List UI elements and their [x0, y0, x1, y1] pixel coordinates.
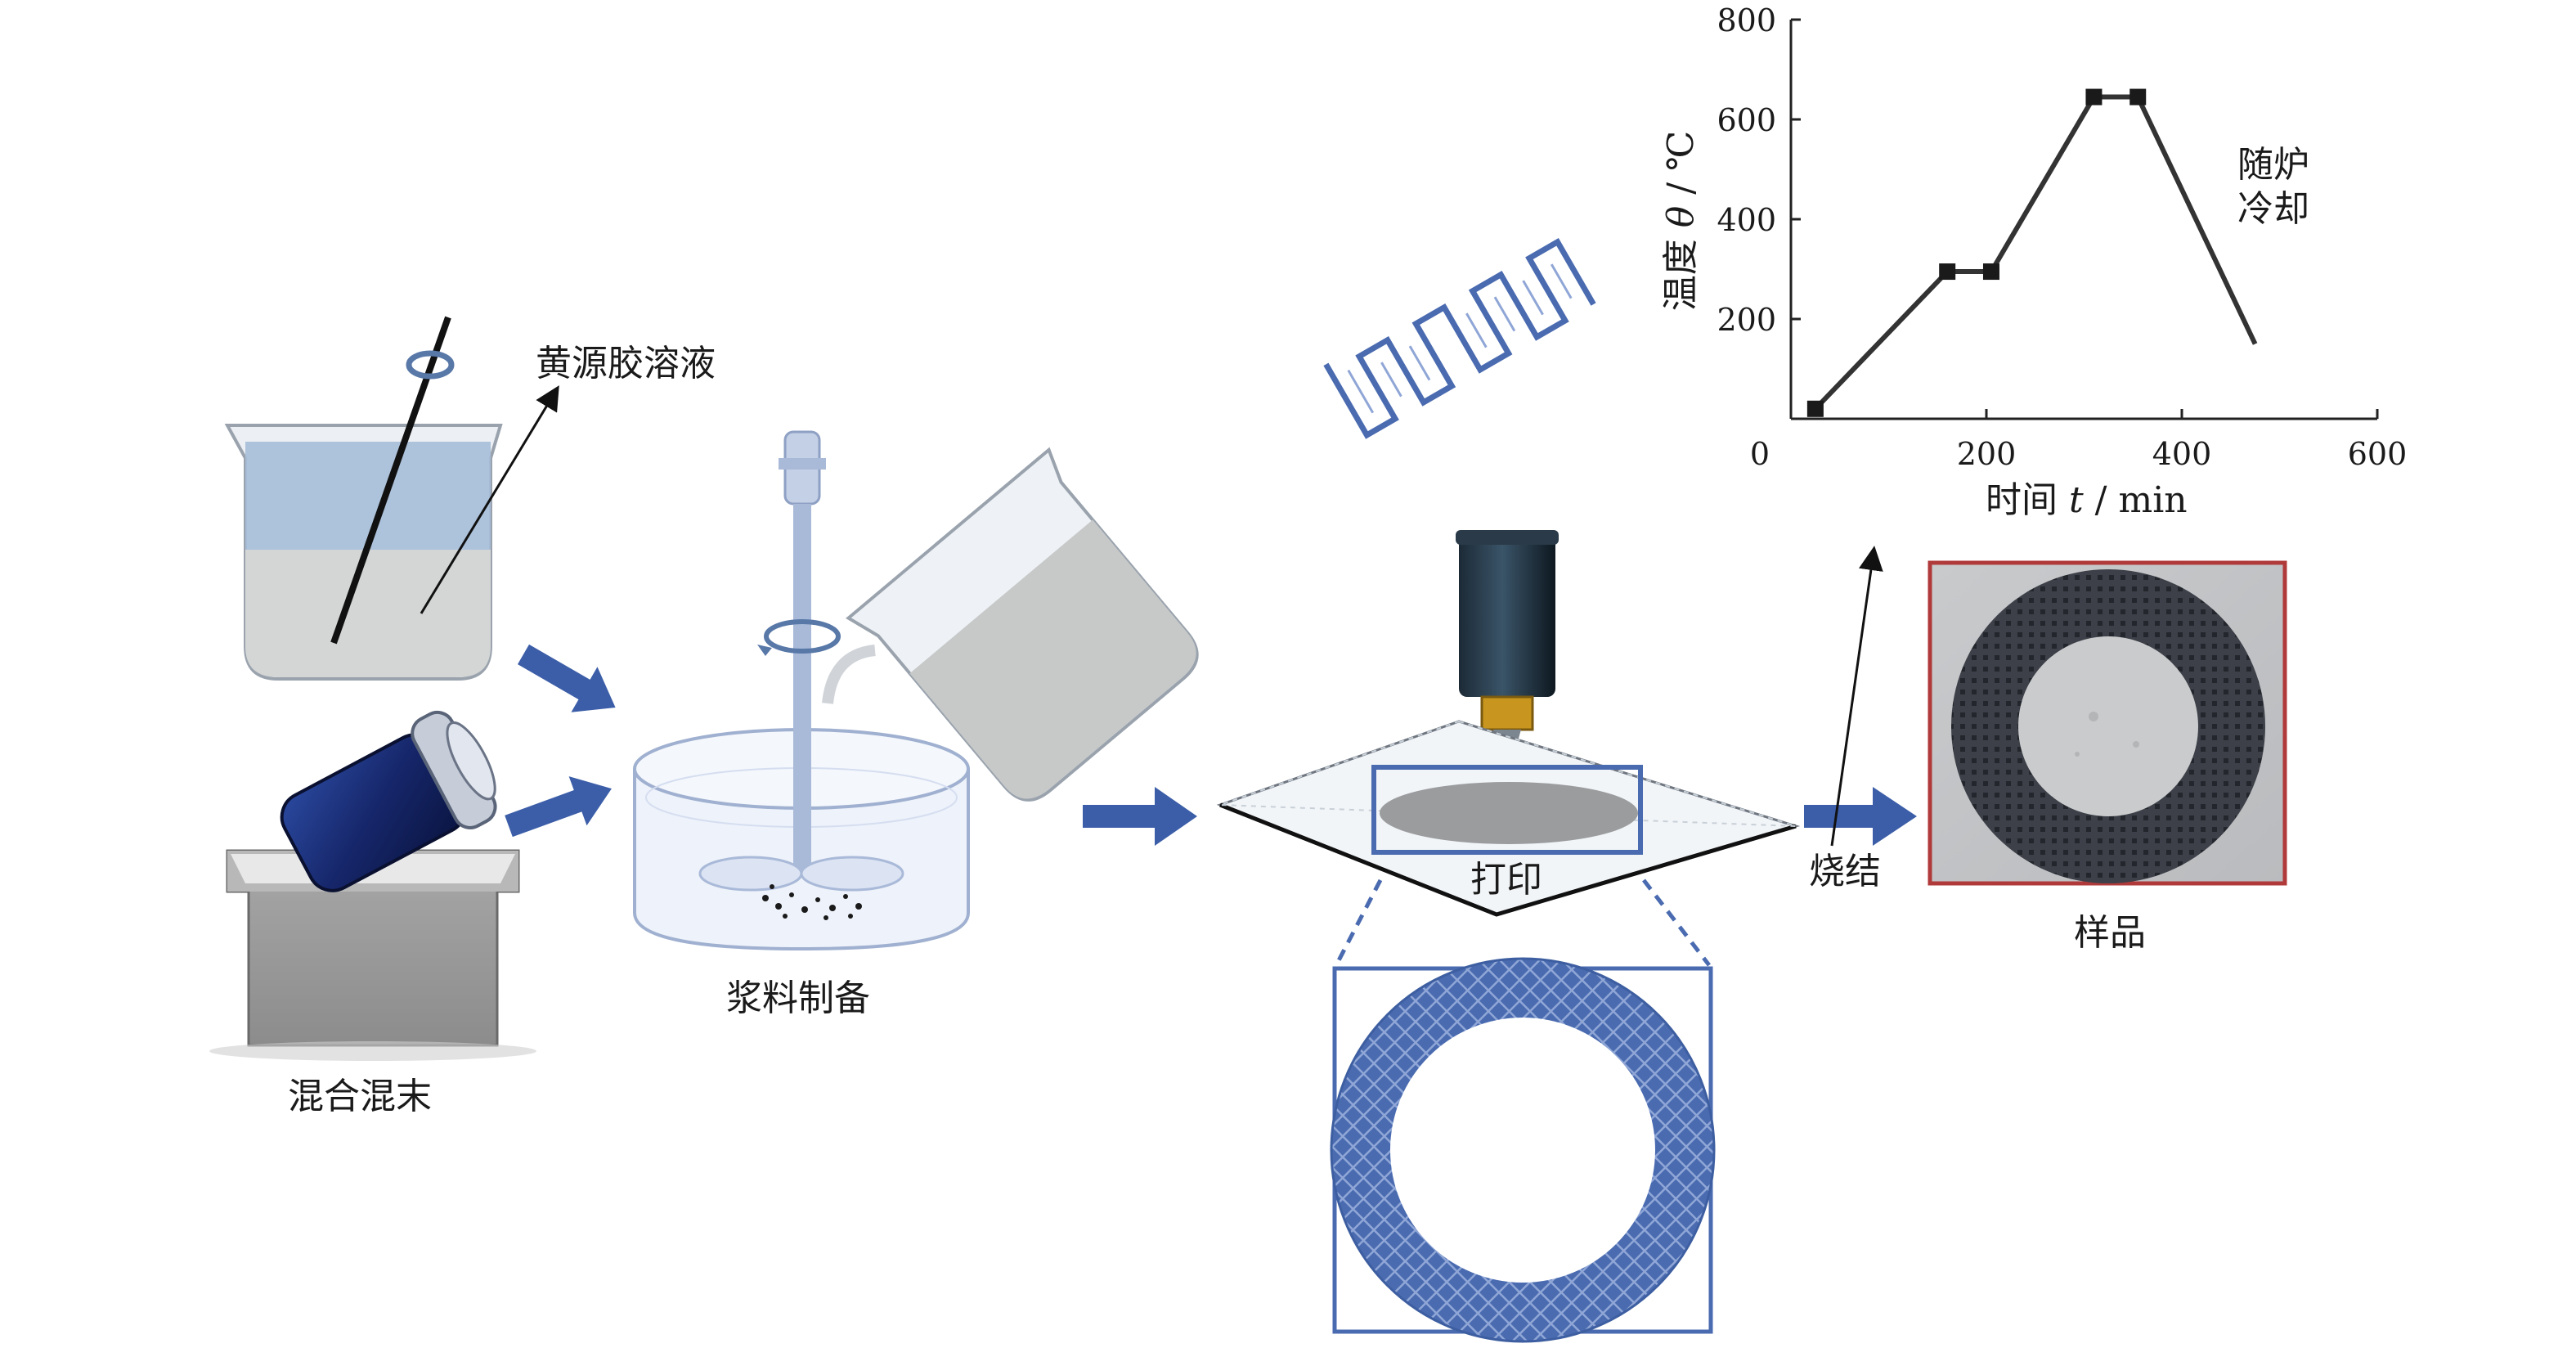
y-tick-label: 600: [1717, 102, 1776, 138]
sample-label: 样品: [2074, 912, 2146, 954]
y-tick-label: 800: [1717, 2, 1776, 38]
sample-photo: [1928, 560, 2287, 886]
arrow-powder-to-slurry: [505, 776, 612, 838]
stir-rod-1: [330, 316, 455, 645]
print-toolpath: [1323, 237, 1596, 439]
print-platform: [1216, 720, 1801, 917]
sinter-pointer-arrow: [1830, 546, 1883, 847]
stirrer: [698, 430, 904, 892]
data-point-marker: [1939, 263, 1956, 281]
x-tick-label: 200: [1957, 436, 2017, 472]
x-tick-label: 400: [2152, 436, 2212, 472]
solution-pointer-arrow: [420, 385, 559, 614]
cooling-label-2: 冷却: [2237, 188, 2309, 230]
curve-markers: [1806, 88, 2147, 417]
data-point-marker: [1806, 400, 1824, 417]
data-point-marker: [2085, 88, 2103, 106]
cooling-label-1: 随炉: [2237, 144, 2309, 186]
arrow-slurry-to-print: [1083, 787, 1197, 846]
chart-ticks: 0 200 400 600 200 400 600 800: [1717, 2, 2407, 472]
data-point-marker: [1982, 263, 1999, 281]
y-tick-label: 200: [1717, 302, 1776, 338]
x-tick-label: 0: [1750, 436, 1770, 472]
solution-label: 黄源胶溶液: [536, 343, 716, 384]
arrow-solution-to-slurry: [518, 644, 616, 712]
powder-bin: [209, 849, 536, 1061]
sintering-chart: 0 200 400 600 200 400 600 800 时间 t / min 温度 θ /…: [1660, 2, 2407, 521]
powder-particles: [762, 884, 862, 920]
zoom-line-right: [1642, 878, 1711, 967]
powder-jar: [280, 710, 497, 892]
xlabel: 时间 t / min: [1986, 479, 2188, 521]
x-tick-label: 600: [2348, 436, 2408, 472]
data-point-marker: [2129, 88, 2147, 106]
print-label: 打印: [1470, 859, 1542, 901]
ylabel: 温度 θ / ℃: [1660, 131, 1702, 312]
arrow-print-to-sinter: [1804, 787, 1917, 846]
sinter-label: 烧结: [1809, 851, 1881, 892]
temperature-curve: [1813, 94, 2258, 411]
zoomed-print-view: [1330, 957, 1716, 1343]
pour-stream: [822, 645, 876, 704]
pouring-beaker: [845, 447, 1199, 802]
zoom-line-left: [1334, 878, 1383, 967]
powder-label: 混合混末: [288, 1076, 432, 1117]
slurry-label: 浆料制备: [726, 977, 870, 1019]
y-tick-label: 400: [1717, 202, 1776, 238]
